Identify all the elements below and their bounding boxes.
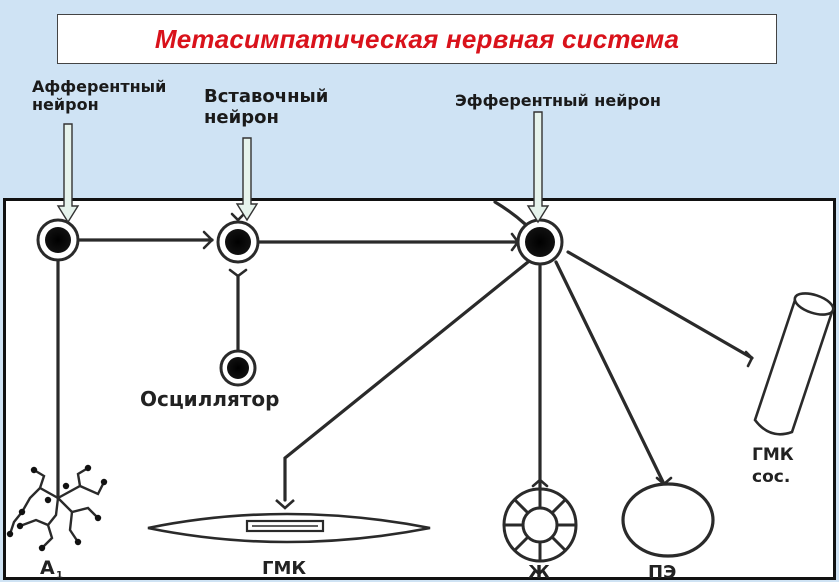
vessel-cylinder (753, 292, 835, 436)
afferent-neuron-body (36, 218, 80, 262)
efferent-neuron-body (516, 218, 564, 266)
zh-gland (502, 487, 578, 563)
intercalary-label-line1: Вставочный (204, 86, 329, 107)
a1-receptor-terminals (8, 466, 106, 550)
efferent-to-pe-branch (554, 260, 666, 486)
efferent-to-vessel-branch (566, 250, 754, 360)
afferent-label-line2: нейрон (32, 95, 99, 115)
diagram-title: Метасимпатическая нервная система (154, 23, 680, 54)
efferent-neuron-label: Эфферентный нейрон (455, 91, 661, 110)
intercalary-neuron-label: Вставочный нейрон (204, 86, 329, 128)
title-box: Метасимпатическая нервная система (57, 14, 777, 64)
a1-terminal-dots (6, 464, 108, 552)
smc-vessel-label-line2: сос. (752, 467, 790, 487)
smc-vessel-label-line1: ГМК (752, 445, 794, 465)
smc-spindle (147, 512, 431, 544)
synapse-fork-intercalary-top (230, 212, 246, 222)
oscillator-neuron-body (219, 349, 257, 387)
intercalary-pointer-arrow (235, 137, 259, 222)
oscillator-label: Осциллятор (140, 387, 279, 411)
a1-label: А (40, 557, 55, 579)
efferent-top-branch (493, 200, 527, 226)
afferent-pointer-arrow (56, 123, 80, 224)
synapse-fork-intercalary-left (202, 230, 214, 250)
intercalary-label-line2: нейрон (204, 106, 279, 128)
efferent-to-smc-branch (283, 260, 530, 502)
synapse-fork-zh (531, 478, 549, 488)
afferent-label-line1: Афферентный (32, 77, 167, 96)
zh-label: Ж (528, 562, 550, 582)
intercalary-neuron-body (216, 220, 260, 264)
synapse-fork-intercalary-bottom (228, 268, 248, 278)
pe-cell (621, 482, 715, 558)
efferent-pointer-arrow (526, 111, 550, 224)
smc-synapse-terminal (275, 499, 295, 510)
smc-label: ГМК (262, 558, 306, 579)
afferent-neuron-label: Афферентный нейрон (32, 77, 167, 115)
a1-subscript: 1 (56, 570, 63, 581)
pe-label: ПЭ (648, 562, 676, 582)
synapse-fork-vessel (744, 350, 754, 368)
